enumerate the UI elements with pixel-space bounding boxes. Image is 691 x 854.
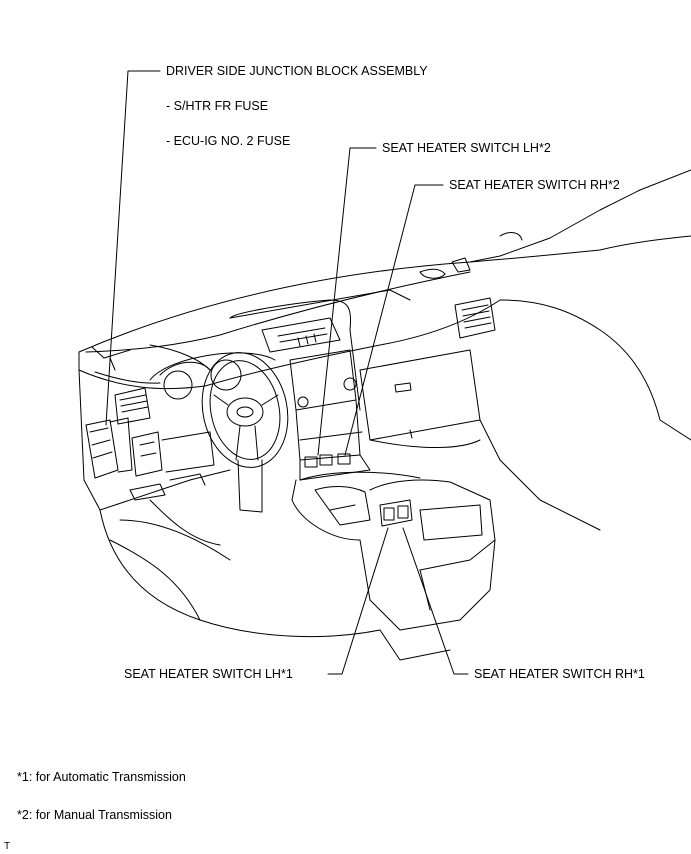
seat-heater-switch-lh2-label: SEAT HEATER SWITCH LH*2 xyxy=(382,141,551,155)
seat-heater-switch-rh2-label: SEAT HEATER SWITCH RH*2 xyxy=(449,178,620,192)
corner-mark: T xyxy=(4,841,11,852)
note-manual: *2: for Manual Transmission xyxy=(17,808,172,822)
seat-heater-switch-rh1-label: SEAT HEATER SWITCH RH*1 xyxy=(474,667,645,681)
ecuig-fuse-label: - ECU-IG NO. 2 FUSE xyxy=(166,134,291,148)
leader-junction-block xyxy=(105,70,161,426)
junction-block-label: DRIVER SIDE JUNCTION BLOCK ASSEMBLY xyxy=(166,64,428,78)
leader-switch-lh1 xyxy=(327,527,389,675)
note-automatic: *1: for Automatic Transmission xyxy=(17,770,186,784)
shtr-fuse-label: - S/HTR FR FUSE xyxy=(166,99,269,113)
leader-switch-rh1 xyxy=(402,527,469,675)
leader-switch-rh2 xyxy=(344,184,444,456)
seat-heater-switch-lh1-label: SEAT HEATER SWITCH LH*1 xyxy=(124,667,293,681)
leader-switch-lh2 xyxy=(317,147,377,456)
